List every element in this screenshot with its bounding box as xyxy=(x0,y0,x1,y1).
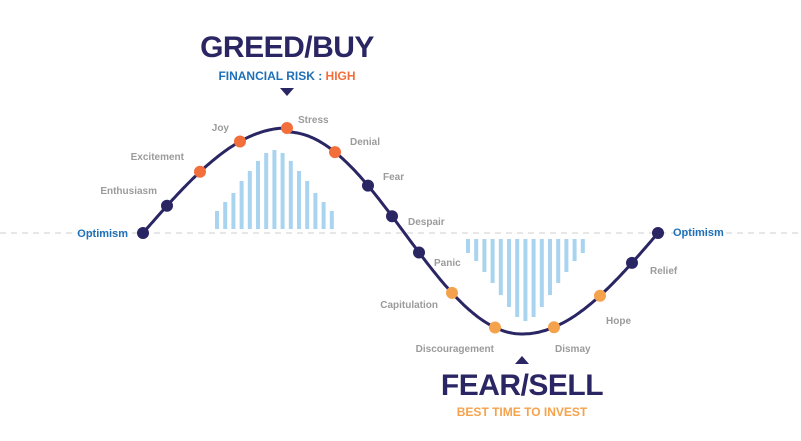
fear-bar xyxy=(466,239,470,253)
fear-bar xyxy=(531,239,536,317)
fear-bar xyxy=(515,239,520,317)
stage-dot-enthusiasm xyxy=(161,199,173,212)
financial-risk-value: HIGH xyxy=(326,69,356,83)
stage-dot-optimism-right xyxy=(652,227,664,239)
greed-bar xyxy=(305,181,310,229)
stage-dots xyxy=(137,122,664,334)
stage-dot-excitement xyxy=(194,165,206,178)
fear-bar xyxy=(490,239,495,283)
stage-label-denial: Denial xyxy=(350,137,380,148)
greed-bar xyxy=(272,150,277,229)
stage-dot-dismay xyxy=(548,321,560,334)
financial-risk-label: FINANCIAL RISK : xyxy=(218,69,325,83)
fear-bar xyxy=(564,239,569,272)
stage-label-optimism-left: Optimism xyxy=(77,228,128,240)
greed-bar xyxy=(247,171,252,229)
stage-label-optimism-right: Optimism xyxy=(673,227,724,239)
greed-bar xyxy=(231,193,236,229)
up-pointer-icon xyxy=(515,356,529,364)
market-cycle-curve xyxy=(141,126,659,336)
stage-label-relief: Relief xyxy=(650,266,678,277)
greed-bar xyxy=(297,171,301,229)
stage-label-despair: Despair xyxy=(408,217,445,228)
best-time-subtitle: BEST TIME TO INVEST xyxy=(457,405,588,419)
greed-bar xyxy=(239,181,244,229)
fear-bar xyxy=(556,239,561,283)
greed-buy-title: GREED/BUY xyxy=(200,31,374,64)
stage-dot-optimism-left xyxy=(137,227,149,239)
greed-bar xyxy=(313,193,318,229)
stage-dot-discouragement xyxy=(489,321,501,334)
fear-bar xyxy=(482,239,487,272)
greed-bar xyxy=(264,153,269,229)
stage-dot-joy xyxy=(234,135,246,148)
stage-label-excitement: Excitement xyxy=(131,152,185,163)
greed-bar xyxy=(280,153,285,229)
stage-dot-capitulation xyxy=(446,286,458,299)
stage-label-discouragement: Discouragement xyxy=(416,344,495,355)
fear-bar xyxy=(498,239,503,295)
stage-label-stress: Stress xyxy=(298,115,329,126)
greed-bar xyxy=(256,161,260,229)
greed-bar xyxy=(321,202,326,229)
fear-bar xyxy=(572,239,577,261)
greed-bar xyxy=(215,211,219,229)
fear-bar xyxy=(580,239,585,253)
stage-dot-panic xyxy=(413,246,425,259)
fear-sell-title: FEAR/SELL xyxy=(441,369,603,402)
fear-bars xyxy=(466,239,585,321)
stage-dot-hope xyxy=(594,289,606,302)
stage-label-dismay: Dismay xyxy=(555,344,591,355)
stage-dot-despair xyxy=(386,210,398,223)
stage-label-hope: Hope xyxy=(606,316,631,327)
fear-bar xyxy=(507,239,511,307)
financial-risk-subtitle: FINANCIAL RISK : HIGH xyxy=(218,69,355,83)
stage-label-joy: Joy xyxy=(212,123,230,134)
greed-bar xyxy=(223,202,228,229)
stage-label-enthusiasm: Enthusiasm xyxy=(100,186,157,197)
stage-label-panic: Panic xyxy=(434,258,461,269)
fear-bar xyxy=(474,239,479,261)
stage-label-fear: Fear xyxy=(383,172,404,183)
fear-bar xyxy=(523,239,528,321)
fear-bar xyxy=(548,239,552,295)
stage-label-capitulation: Capitulation xyxy=(380,300,438,311)
greed-bar xyxy=(329,211,334,229)
stage-dot-denial xyxy=(329,146,341,159)
stage-dot-relief xyxy=(626,256,638,269)
greed-bar xyxy=(288,161,293,229)
fear-bar xyxy=(539,239,544,307)
stage-dot-stress xyxy=(281,122,293,134)
down-pointer-icon xyxy=(280,88,294,96)
stage-dot-fear xyxy=(362,179,374,192)
greed-bars xyxy=(215,150,334,229)
